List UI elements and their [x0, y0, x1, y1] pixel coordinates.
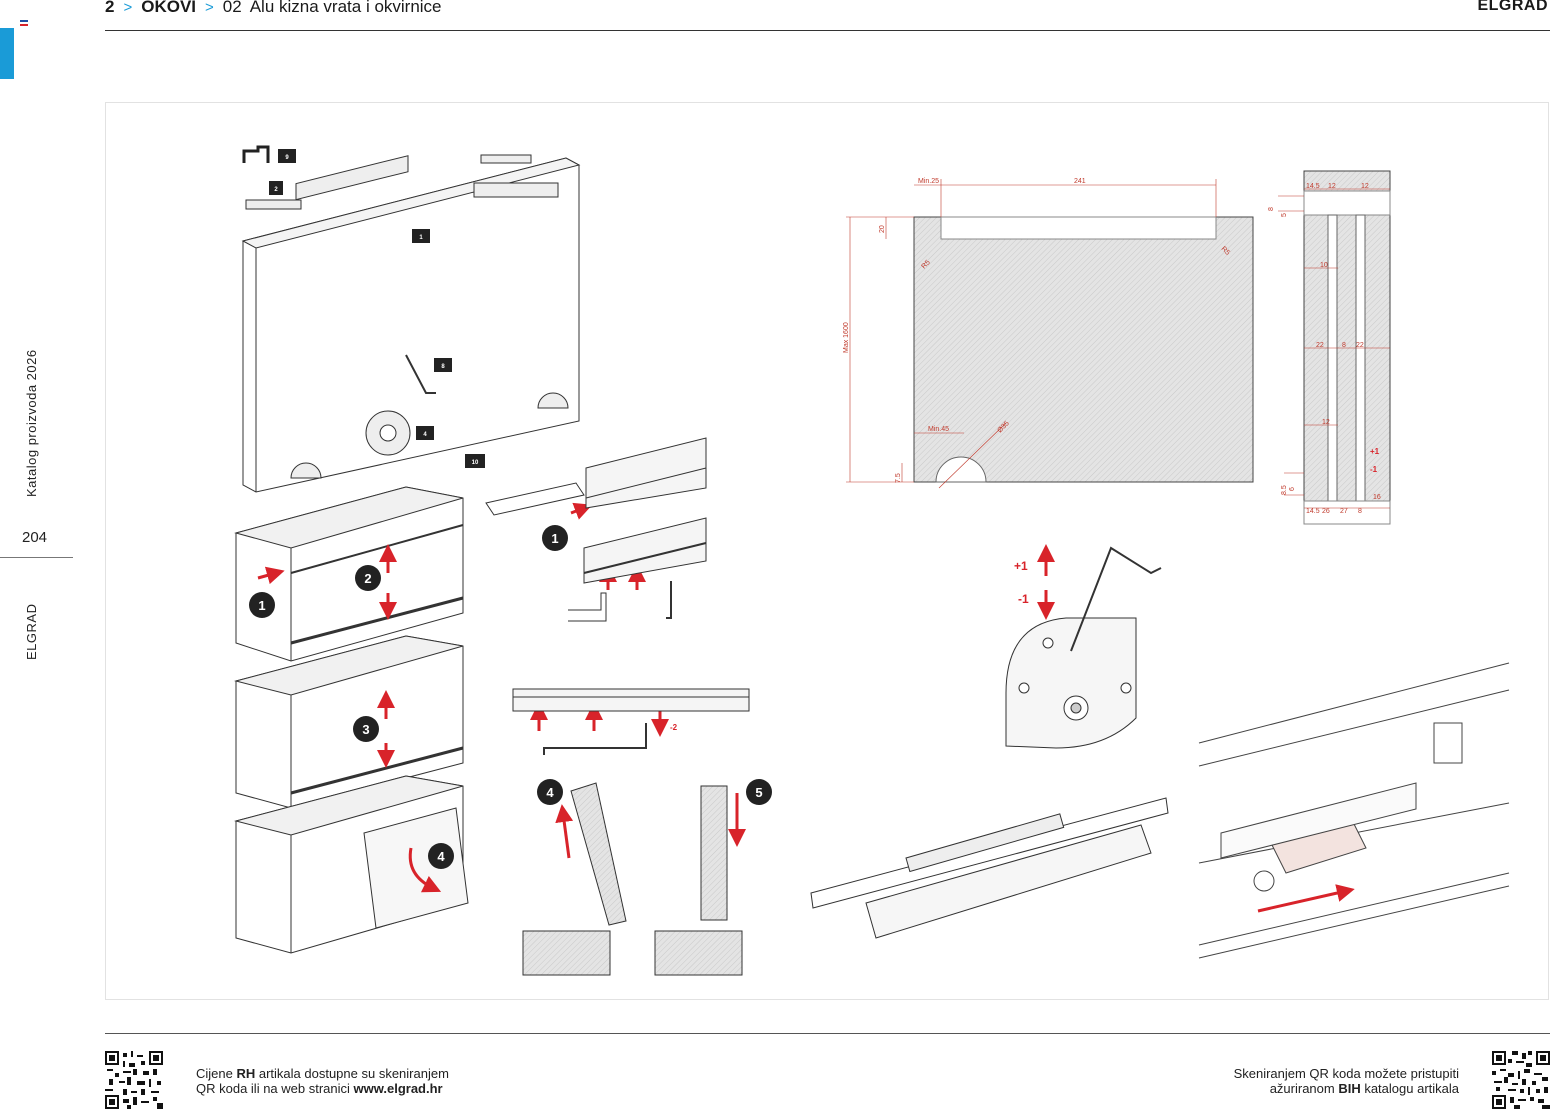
svg-text:-1: -1	[1370, 465, 1378, 474]
part-tag-4: 4	[416, 426, 434, 440]
svg-text:9: 9	[285, 155, 289, 161]
adjust-minus-2-label: -2	[670, 723, 678, 732]
sidebar-brand: ELGRAD	[24, 603, 39, 660]
sidebar-divider	[0, 557, 73, 558]
svg-text:20: 20	[879, 225, 886, 233]
footer-note-rh-line1: Cijene RH artikala dostupne su skeniranj…	[196, 1066, 449, 1081]
svg-text:2: 2	[274, 187, 278, 193]
svg-text:5: 5	[755, 785, 762, 800]
footer-note-rh: Cijene RH artikala dostupne su skeniranj…	[196, 1066, 449, 1096]
bracket-adjust-labels: +1 -1	[1014, 559, 1029, 606]
door-panel-drawing	[241, 145, 581, 493]
svg-text:4: 4	[546, 785, 554, 800]
svg-text:7.5: 7.5	[895, 473, 902, 483]
step-circle-4a: 4	[428, 843, 454, 869]
detail-zoom-drawing	[1198, 662, 1510, 959]
svg-text:12: 12	[1328, 183, 1336, 190]
part-tag-1: 1	[412, 229, 430, 243]
step-circle-5: 5	[746, 779, 772, 805]
chevron-right-icon: >	[205, 0, 214, 16]
svg-text:241: 241	[1074, 178, 1086, 185]
page-header: 2 > OKOVI > 02 Alu kizna vrata i okvirni…	[105, 0, 1550, 31]
footer-divider	[105, 1033, 1550, 1034]
svg-text:27: 27	[1340, 508, 1348, 515]
bracket-adjust-drawing	[1005, 546, 1162, 749]
svg-text:1: 1	[419, 235, 423, 241]
step-circle-2: 2	[355, 565, 381, 591]
step-circle-3: 3	[353, 716, 379, 742]
website-link[interactable]: www.elgrad.hr	[353, 1081, 443, 1096]
footer-note-bih-line2: ažuriranom BIH katalogu artikala	[1269, 1081, 1459, 1096]
svg-text:8: 8	[441, 364, 445, 370]
red-arrows-left	[257, 502, 1355, 913]
sidebar-catalog-title: Katalog proizvoda 2026	[24, 349, 39, 497]
svg-text:+1: +1	[1370, 447, 1380, 456]
door-insert-steps	[522, 782, 743, 976]
breadcrumb-subsection-number: 02	[222, 0, 242, 16]
cabinet-step-1-2	[234, 486, 464, 662]
qr-code-rh[interactable]	[105, 1051, 163, 1109]
svg-text:4: 4	[423, 432, 427, 438]
footer-note-rh-line2: QR koda ili na web stranici www.elgrad.h…	[196, 1081, 443, 1096]
flag-icon	[20, 20, 28, 26]
part-tag-9: 9	[278, 149, 296, 163]
door-dimension-drawing: Min.25 241 20 R5 R5 Max 1600 Min.45 Ø35 …	[843, 178, 1254, 489]
breadcrumb: 2 > OKOVI > 02 Alu kizna vrata i okvirni…	[105, 0, 442, 17]
rail-assembly-drawing	[485, 437, 750, 755]
svg-text:3: 3	[362, 722, 369, 737]
cabinet-step-3	[234, 635, 464, 809]
part-tags: 9 2 1 8 4 10	[269, 149, 485, 468]
qr-code-bih[interactable]	[1492, 1051, 1550, 1109]
step-circle-4b: 4	[537, 779, 563, 805]
svg-text:R5: R5	[920, 259, 931, 270]
svg-text:+1: +1	[1014, 559, 1028, 573]
svg-text:22: 22	[1316, 342, 1324, 349]
part-tag-8: 8	[434, 358, 452, 372]
footer-note-bih-line1: Skeniranjem QR koda možete pristupiti	[1233, 1066, 1459, 1081]
svg-text:1: 1	[551, 531, 558, 546]
installation-figure: 9 2 1 8 4 10	[105, 102, 1549, 1000]
svg-text:12: 12	[1322, 419, 1330, 426]
part-tag-2: 2	[269, 181, 283, 195]
svg-text:6: 6	[1289, 487, 1296, 491]
rail-perspective-drawing	[810, 797, 1169, 939]
sidebar-accent-bar	[0, 28, 14, 79]
technical-drawing: 9 2 1 8 4 10	[234, 145, 1510, 976]
step-circles: 1 2 3 4 1 4 5	[249, 525, 772, 869]
svg-text:1: 1	[258, 598, 265, 613]
svg-text:Min.45: Min.45	[928, 426, 949, 433]
svg-text:2: 2	[364, 571, 371, 586]
step-circle-1b: 1	[542, 525, 568, 551]
svg-text:R5: R5	[1220, 245, 1231, 256]
svg-text:8: 8	[1268, 207, 1275, 211]
page-number: 204	[22, 529, 48, 546]
svg-text:26: 26	[1322, 508, 1330, 515]
svg-text:8.5: 8.5	[1281, 485, 1288, 495]
svg-text:22: 22	[1356, 342, 1364, 349]
svg-text:8: 8	[1342, 342, 1346, 349]
svg-text:-2: -2	[670, 723, 678, 732]
svg-text:8: 8	[1358, 508, 1362, 515]
svg-text:10: 10	[472, 460, 479, 466]
footer-note-bih: Skeniranjem QR koda možete pristupiti až…	[1234, 1066, 1459, 1096]
svg-text:Max 1600: Max 1600	[843, 322, 850, 353]
svg-text:16: 16	[1373, 494, 1381, 501]
svg-text:5: 5	[1281, 213, 1288, 217]
step-circle-1: 1	[249, 592, 275, 618]
chevron-right-icon: >	[123, 0, 133, 16]
breadcrumb-chapter[interactable]: 2	[105, 0, 115, 16]
svg-text:14.5: 14.5	[1306, 508, 1320, 515]
section-drawing: 14.5 12 12 8 5 10 22 8 22 12 8.5 6 16 14…	[1268, 170, 1391, 525]
svg-text:Min.25: Min.25	[918, 178, 939, 185]
svg-text:12: 12	[1361, 183, 1369, 190]
svg-text:-1: -1	[1018, 592, 1029, 606]
breadcrumb-subsection-title[interactable]: Alu kizna vrata i okvirnice	[249, 0, 442, 16]
svg-text:10: 10	[1320, 262, 1328, 269]
svg-text:14.5: 14.5	[1306, 183, 1320, 190]
brand-logo: ELGRAD	[1477, 0, 1548, 14]
cabinet-step-4	[234, 775, 469, 954]
breadcrumb-section[interactable]: OKOVI	[141, 0, 197, 16]
svg-text:4: 4	[437, 849, 445, 864]
part-tag-10: 10	[465, 454, 485, 468]
